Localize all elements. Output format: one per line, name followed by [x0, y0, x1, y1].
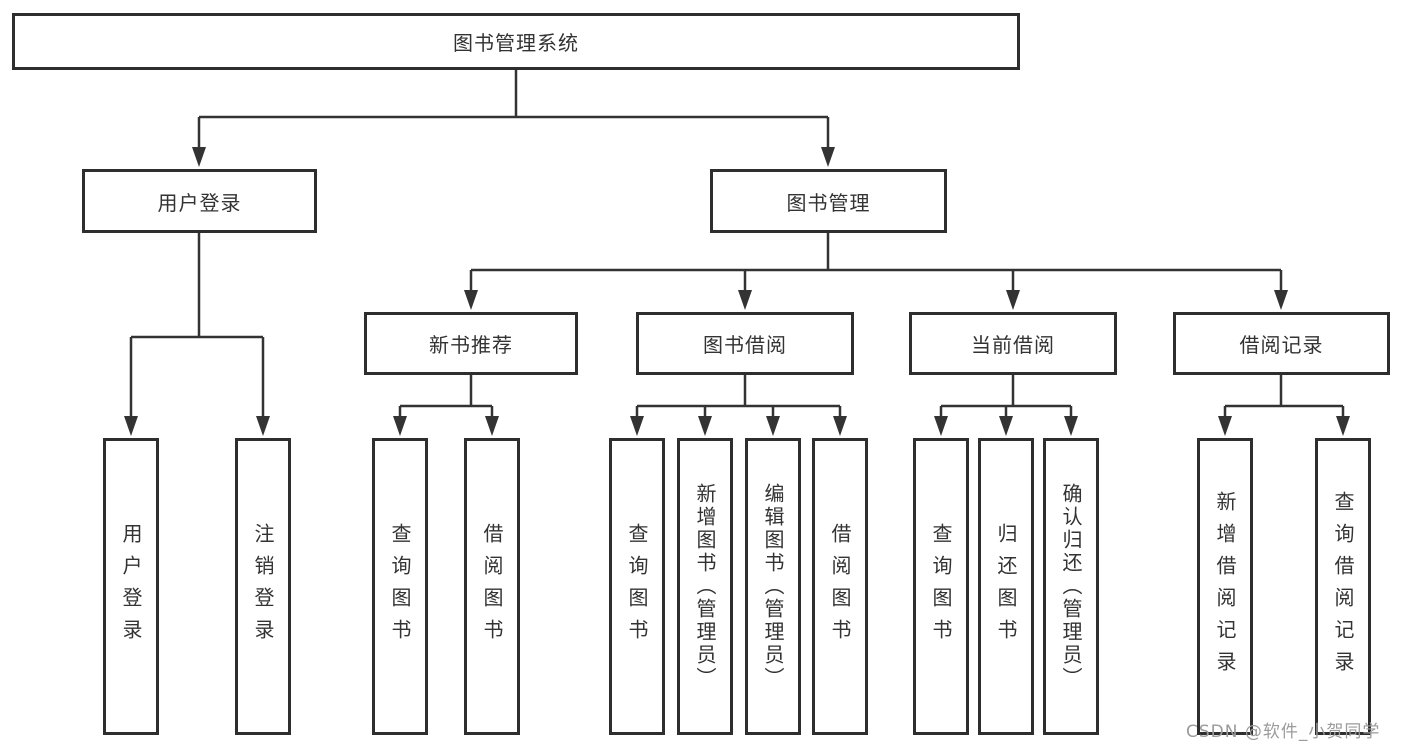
node-user-login: 用户登录	[82, 169, 317, 233]
node-leaf-query-books-borrow: 查询图书	[609, 438, 665, 735]
arrowhead	[630, 416, 644, 436]
node-leaf-logout: 注销登录	[235, 438, 291, 735]
arrowhead	[766, 416, 780, 436]
arrowhead	[1064, 416, 1078, 436]
arrowhead	[833, 416, 847, 436]
edge-root-to-level2	[197, 70, 830, 149]
node-library-system: 图书管理系统	[12, 13, 1020, 70]
node-label: 借阅图书	[828, 522, 852, 651]
arrowhead	[393, 416, 407, 436]
node-label: 用户登录	[157, 190, 242, 215]
arrowheads	[124, 147, 1350, 436]
node-leaf-edit-book-admin: 编辑图书（管理员）	[745, 438, 801, 735]
node-label: 编辑图书（管理员）	[761, 483, 785, 690]
node-label: 新增图书（管理员）	[693, 483, 717, 690]
node-leaf-query-borrow-record: 查询借阅记录	[1315, 438, 1371, 735]
node-leaf-return-book: 归还图书	[978, 438, 1034, 735]
arrowhead	[934, 416, 948, 436]
node-book-borrow: 图书借阅	[636, 312, 854, 375]
node-label: 借阅记录	[1239, 333, 1324, 357]
node-leaf-query-books-recommend: 查询图书	[372, 438, 428, 735]
arrowhead	[124, 416, 138, 436]
node-leaf-borrow-books: 借阅图书	[812, 438, 868, 735]
edge-new-book-to-leaves	[398, 375, 494, 418]
arrowhead	[1218, 416, 1232, 436]
arrowhead	[1274, 290, 1288, 310]
node-leaf-query-books-current: 查询图书	[913, 438, 969, 735]
node-new-book-recommend: 新书推荐	[364, 312, 578, 375]
node-leaf-add-borrow-record: 新增借阅记录	[1197, 438, 1253, 735]
arrowhead	[192, 147, 206, 167]
node-label: 查询借阅记录	[1331, 490, 1355, 683]
node-label: 用户登录	[119, 522, 143, 651]
node-current-borrow: 当前借阅	[909, 312, 1117, 375]
arrowhead	[999, 416, 1013, 436]
node-label: 借阅图书	[480, 522, 504, 651]
node-label: 注销登录	[251, 522, 275, 651]
arrowhead	[1006, 290, 1020, 310]
node-label: 新书推荐	[429, 333, 513, 357]
node-leaf-user-login: 用户登录	[103, 438, 159, 735]
node-label: 图书管理	[786, 190, 871, 215]
node-leaf-borrow-books-recommend: 借阅图书	[464, 438, 520, 735]
edge-book-management-to-sections	[469, 233, 1283, 292]
node-label: 图书借阅	[703, 333, 787, 357]
node-label: 图书管理系统	[453, 31, 579, 55]
arrowhead	[738, 290, 752, 310]
node-label: 归还图书	[994, 522, 1018, 651]
node-label: 查询图书	[625, 522, 649, 651]
edge-user-login-to-leaves	[129, 233, 265, 418]
node-label: 当前借阅	[971, 333, 1055, 357]
edge-borrow-record-to-leaves	[1223, 375, 1345, 418]
node-borrow-record: 借阅记录	[1173, 312, 1390, 375]
node-leaf-add-book-admin: 新增图书（管理员）	[677, 438, 733, 735]
arrowhead	[1336, 416, 1350, 436]
node-label: 新增借阅记录	[1213, 490, 1237, 683]
arrowhead	[485, 416, 499, 436]
node-label: 查询图书	[388, 522, 412, 651]
arrowhead	[821, 147, 835, 167]
node-book-management: 图书管理	[710, 169, 947, 233]
edge-book-borrow-to-leaves	[635, 375, 842, 418]
arrowhead	[256, 416, 270, 436]
arrowhead	[464, 290, 478, 310]
edge-current-borrow-to-leaves	[939, 375, 1073, 418]
node-label: 确认归还（管理员）	[1059, 483, 1083, 690]
arrowhead	[698, 416, 712, 436]
node-label: 查询图书	[929, 522, 953, 651]
node-leaf-confirm-return-admin: 确认归还（管理员）	[1043, 438, 1099, 735]
csdn-watermark: CSDN @软件_小贺同学	[1186, 722, 1381, 742]
